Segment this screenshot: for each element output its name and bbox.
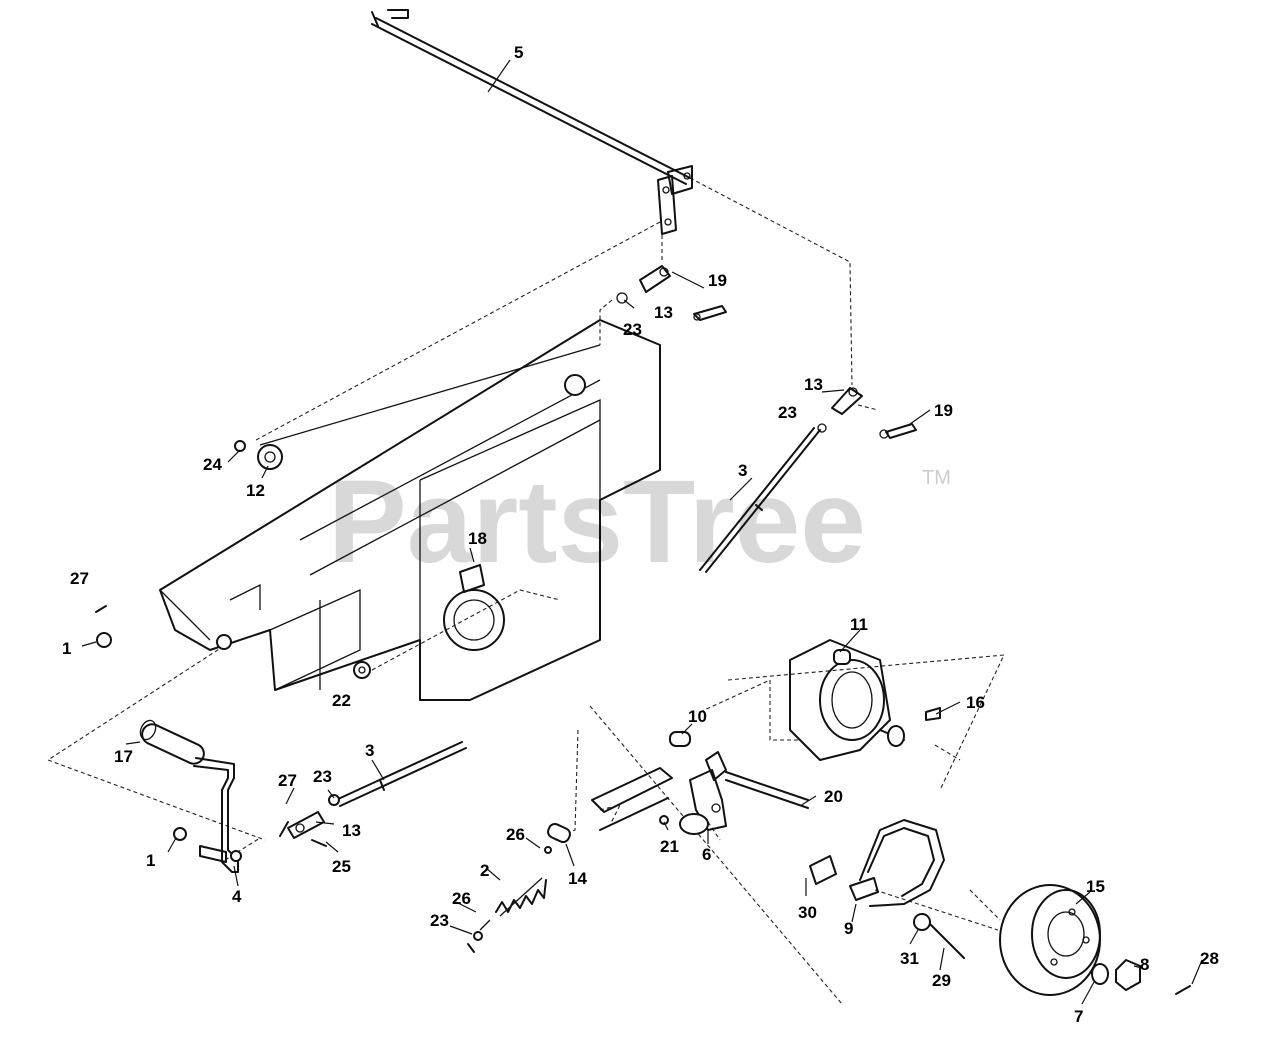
callout-12: 12 [246,481,265,500]
callout-6: 6 [702,845,711,864]
callout-leaders [81,59,1203,1005]
callout-20: 20 [824,787,843,806]
callout-23: 23 [778,403,797,422]
upper-clevis-assembly [616,265,727,321]
callout-23: 23 [430,911,449,930]
callout-9: 9 [844,919,853,938]
callout-27: 27 [70,569,89,588]
part-5-lift-rod [371,9,693,235]
assembly-lines [46,177,1005,1005]
callout-4: 4 [232,887,242,906]
callout-26: 26 [506,825,525,844]
callout-25: 25 [332,857,351,876]
callout-1: 1 [146,851,155,870]
callout-1: 1 [62,639,71,658]
callout-13: 13 [804,375,823,394]
callout-31: 31 [900,949,919,968]
callout-30: 30 [798,903,817,922]
lower-clevis-assembly [287,794,340,847]
callout-3: 3 [738,461,747,480]
callout-23: 23 [313,767,332,786]
callout-27: 27 [278,771,297,790]
part-6-pivot-bracket [591,731,809,835]
callout-16: 16 [966,693,985,712]
part-2-spring [467,846,552,953]
callout-5: 5 [514,43,523,62]
callout-23: 23 [623,320,642,339]
part-17-handle-and-lever [139,719,289,873]
callout-2: 2 [480,861,489,880]
watermark: PartsTree TM [328,456,951,588]
callout-17: 17 [114,747,133,766]
callout-7: 7 [1074,1007,1083,1026]
callout-29: 29 [932,971,951,990]
callout-18: 18 [468,529,487,548]
callout-13: 13 [654,303,673,322]
callout-13: 13 [342,821,361,840]
transmission-assembly [789,639,941,761]
callout-labels: 5 19 13 23 13 19 23 24 12 3 18 27 1 22 1… [62,43,1219,1026]
callout-3: 3 [365,741,374,760]
right-clevis-assembly [817,387,917,439]
chassis-frame [159,319,661,701]
callout-14: 14 [568,869,587,888]
left-small-parts [95,440,246,648]
brake-band-and-drum [809,819,1191,996]
callout-19: 19 [708,271,727,290]
callout-11: 11 [850,615,868,634]
callout-19: 19 [934,401,953,420]
part-14-pin [547,822,571,844]
watermark-trademark: TM [922,467,951,489]
callout-28: 28 [1200,949,1219,968]
callout-21: 21 [660,837,679,856]
watermark-text: PartsTree [328,456,866,588]
callout-22: 22 [332,691,351,710]
callout-26: 26 [452,889,471,908]
callout-10: 10 [688,707,707,726]
callout-24: 24 [203,455,222,474]
part-3-rods [335,427,821,807]
callout-8: 8 [1140,955,1149,974]
callout-15: 15 [1086,877,1105,896]
